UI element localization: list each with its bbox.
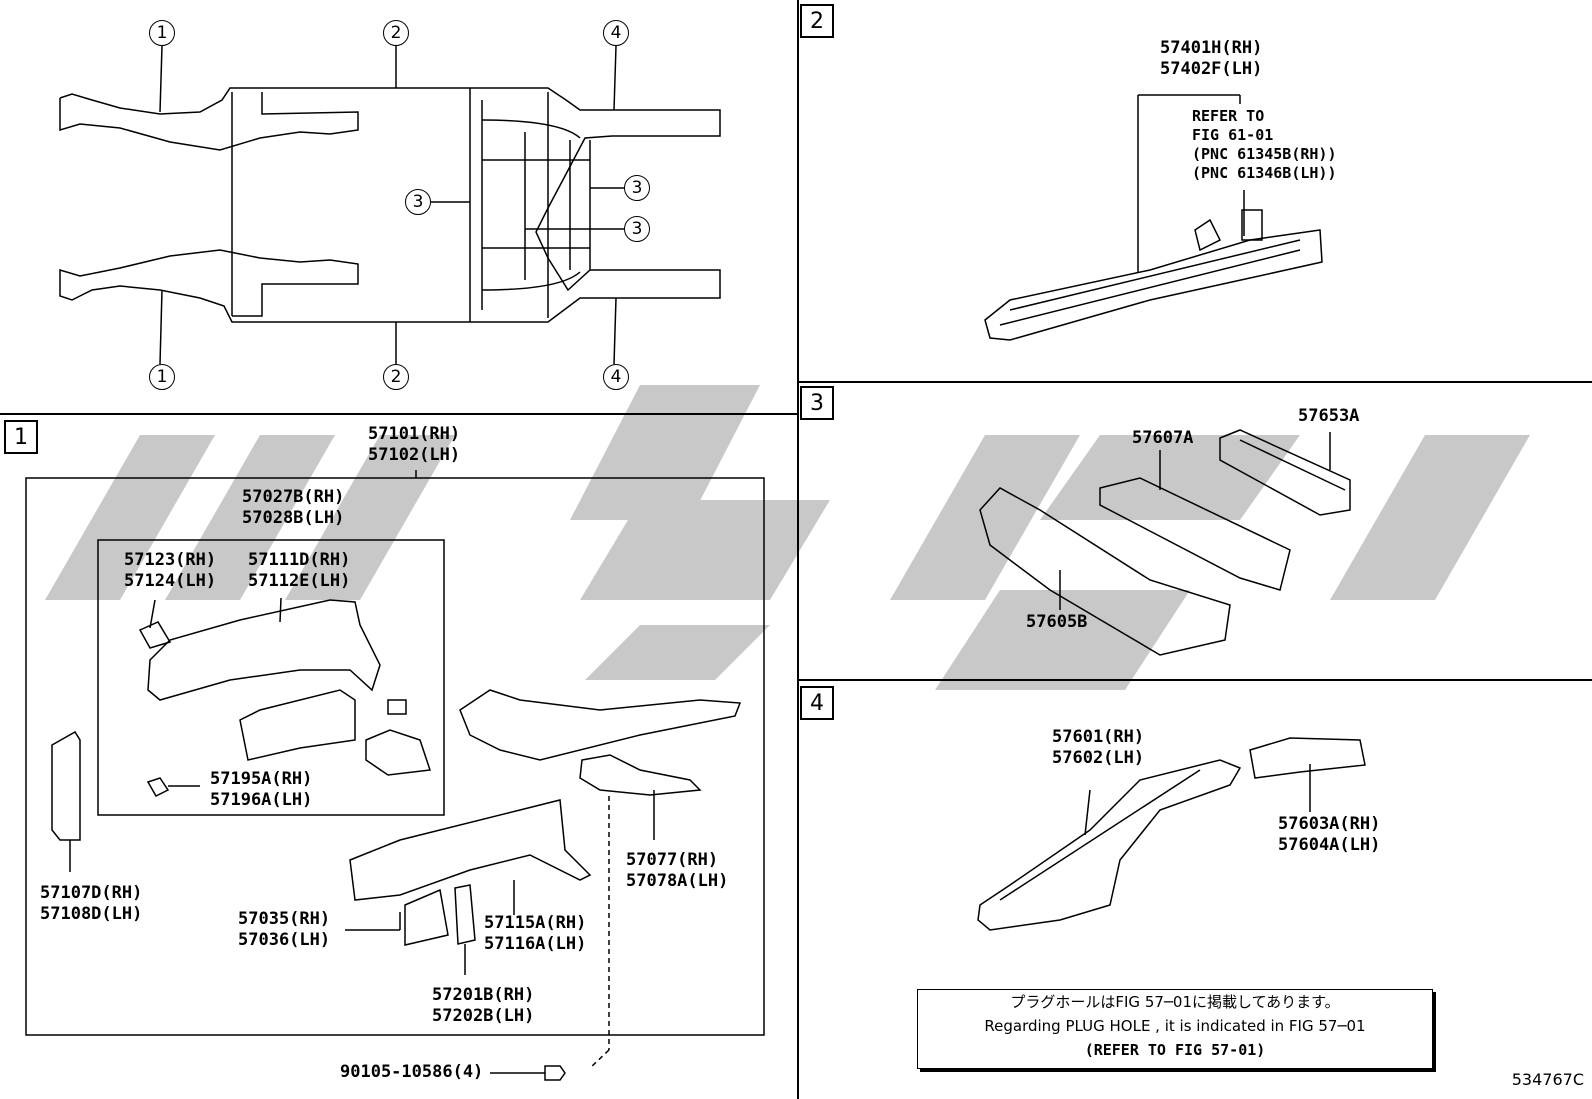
callout-4-top: 4 bbox=[603, 20, 629, 46]
part-number-57124: 57124(LH) bbox=[124, 571, 217, 591]
part-number-57115a: 57115A(RH) bbox=[484, 913, 587, 933]
part-number-57604a: 57604A(LH) bbox=[1278, 835, 1381, 855]
callout-2-top: 2 bbox=[383, 20, 409, 46]
section-tag-1: 1 bbox=[4, 420, 38, 454]
part-number-57027b: 57027B(RH) bbox=[242, 487, 345, 507]
part-number-57108d: 57108D(LH) bbox=[40, 904, 143, 924]
note-reference: (REFER TO FIG 57-01) bbox=[1084, 1041, 1266, 1059]
callout-4-bottom: 4 bbox=[603, 364, 629, 390]
side-member-illustrations bbox=[51, 597, 742, 1081]
refer-to-line-3: (PNC 61345B(RH)) bbox=[1192, 145, 1337, 163]
rear-frame-illustrations bbox=[977, 737, 1366, 931]
part-number-57607a: 57607A bbox=[1132, 428, 1194, 448]
part-number-57653a: 57653A bbox=[1298, 406, 1360, 426]
part-number-57112e: 57112E(LH) bbox=[248, 571, 351, 591]
callout-3-left: 3 bbox=[405, 189, 431, 215]
note-english: Regarding PLUG HOLE , it is indicated in… bbox=[984, 1017, 1366, 1035]
callout-3-right-lower: 3 bbox=[624, 216, 650, 242]
part-number-57195a: 57195A(RH) bbox=[210, 769, 313, 789]
part-number-57202b: 57202B(LH) bbox=[432, 1006, 535, 1026]
part-number-57107d: 57107D(RH) bbox=[40, 883, 143, 903]
chassis-overview bbox=[59, 45, 721, 365]
part-number-57036: 57036(LH) bbox=[238, 930, 331, 950]
part-number-57123: 57123(RH) bbox=[124, 550, 217, 570]
refer-to-line-4: (PNC 61346B(LH)) bbox=[1192, 164, 1337, 182]
part-number-57102: 57102(LH) bbox=[368, 445, 461, 465]
part-number-57605b: 57605B bbox=[1026, 612, 1088, 632]
part-number-57196a: 57196A(LH) bbox=[210, 790, 313, 810]
refer-to-line-1: REFER TO bbox=[1192, 107, 1265, 125]
part-number-57601: 57601(RH) bbox=[1052, 727, 1145, 747]
part-number-57602: 57602(LH) bbox=[1052, 748, 1145, 768]
callout-2-bottom: 2 bbox=[383, 364, 409, 390]
part-number-57603a: 57603A(RH) bbox=[1278, 814, 1381, 834]
callout-1-top: 1 bbox=[149, 20, 175, 46]
section-tag-4: 4 bbox=[800, 686, 834, 720]
part-number-57077: 57077(RH) bbox=[626, 850, 719, 870]
note-japanese: プラグホールはFIG 57─01に掲載してあります。 bbox=[1010, 993, 1340, 1011]
part-number-57116a: 57116A(LH) bbox=[484, 934, 587, 954]
section-tag-2: 2 bbox=[800, 4, 834, 38]
part-number-57028b: 57028B(LH) bbox=[242, 508, 345, 528]
part-number-57401h: 57401H(RH) bbox=[1160, 38, 1263, 58]
part-number-57111d: 57111D(RH) bbox=[248, 550, 351, 570]
frame-rail-illustration bbox=[984, 94, 1323, 341]
section-tag-3: 3 bbox=[800, 386, 834, 420]
crossmember-illustrations bbox=[979, 429, 1351, 656]
part-number-57078a: 57078A(LH) bbox=[626, 871, 729, 891]
plug-hole-note: プラグホールはFIG 57─01に掲載してあります。 Regarding PLU… bbox=[917, 989, 1433, 1069]
part-number-57101: 57101(RH) bbox=[368, 424, 461, 444]
part-number-57201b: 57201B(RH) bbox=[432, 985, 535, 1005]
bolt-part-number: 90105-10586(4) bbox=[340, 1062, 484, 1082]
refer-to-line-2: FIG 61-01 bbox=[1192, 126, 1274, 144]
part-number-57035: 57035(RH) bbox=[238, 909, 331, 929]
callout-3-right-upper: 3 bbox=[624, 175, 650, 201]
diagram-code: 534767C bbox=[1511, 1070, 1584, 1089]
part-number-57402f: 57402F(LH) bbox=[1160, 59, 1263, 79]
callout-1-bottom: 1 bbox=[149, 364, 175, 390]
